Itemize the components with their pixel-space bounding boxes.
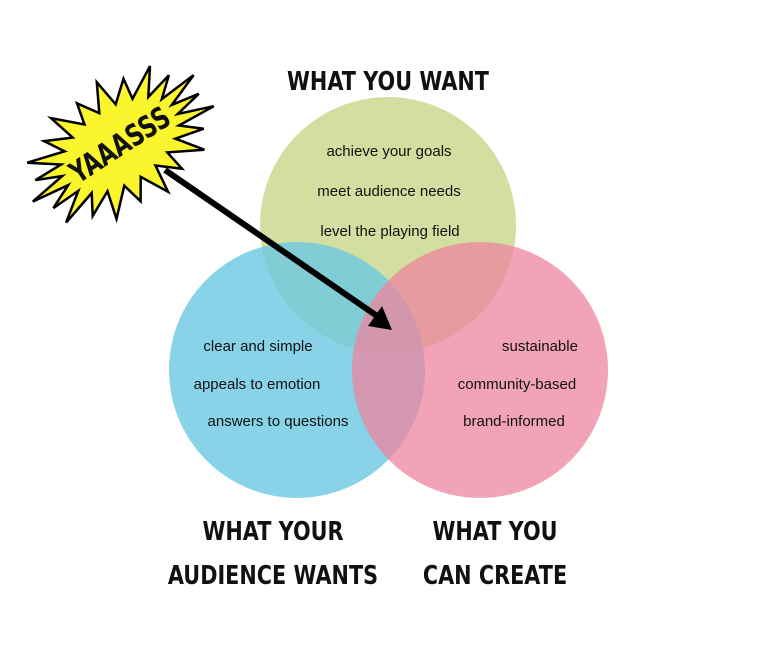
want-item: achieve your goals xyxy=(326,143,451,160)
starburst-callout: YAAASSS xyxy=(26,65,215,224)
heading-what-you-want: WHAT YOU WANT xyxy=(287,66,489,97)
create-item: community-based xyxy=(458,376,576,393)
heading-create-line2: CAN CREATE xyxy=(423,560,567,591)
want-item: level the playing field xyxy=(320,223,459,240)
audience-item: appeals to emotion xyxy=(194,376,321,393)
create-item: brand-informed xyxy=(463,413,565,430)
circle-what-you-can-create xyxy=(352,242,608,498)
heading-create-line1: WHAT YOU xyxy=(432,516,557,547)
arrowhead-icon xyxy=(368,306,392,330)
heading-audience-line1: WHAT YOUR xyxy=(202,516,343,547)
audience-item: clear and simple xyxy=(203,338,312,355)
create-item: sustainable xyxy=(502,338,578,355)
heading-audience-line2: AUDIENCE WANTS xyxy=(168,560,378,591)
audience-item: answers to questions xyxy=(208,413,349,430)
starburst-icon xyxy=(26,65,215,224)
arrow xyxy=(163,167,392,330)
want-item: meet audience needs xyxy=(317,183,460,200)
